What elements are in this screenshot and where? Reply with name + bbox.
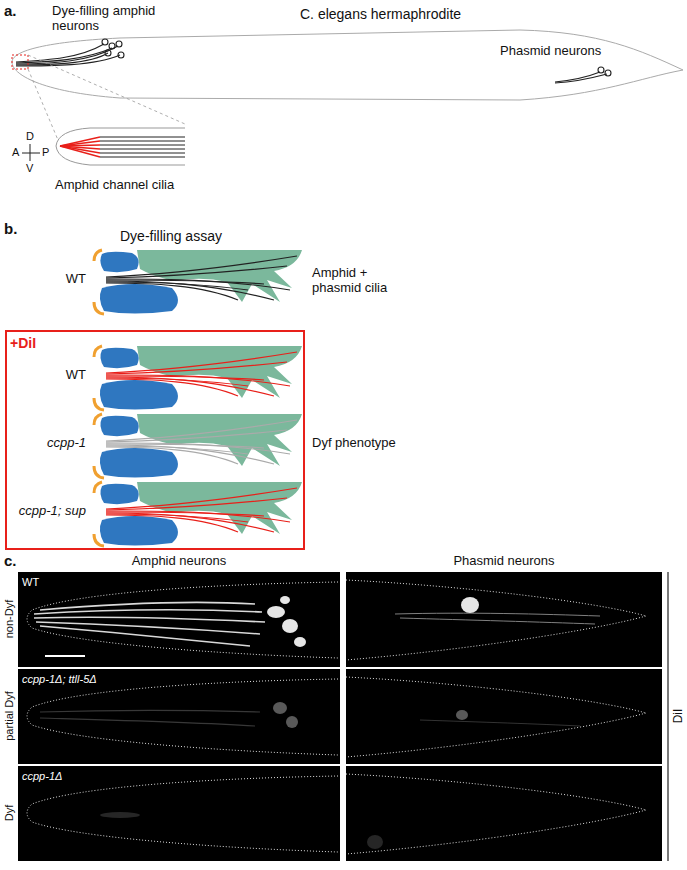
node-text: +DiI (10, 335, 36, 351)
genotype-label: WT (8, 272, 86, 287)
node-text: WT (22, 576, 39, 589)
worm-outline (12, 30, 683, 100)
zoom-lines (28, 55, 185, 140)
column-heading: Amphid neurons (18, 554, 340, 569)
genotype-label: ccpp-1 (8, 436, 86, 451)
panel-heading: Dye-filling assay (120, 228, 222, 244)
panel-letter: a. (4, 2, 17, 19)
axis-letter: V (26, 162, 33, 175)
image-panel: WT (18, 572, 340, 667)
callout-label: Amphid channel cilia (55, 178, 174, 193)
phasmid-neurons (555, 67, 611, 83)
axis-letter: P (42, 146, 49, 159)
axis-letter: A (12, 146, 19, 159)
callout-label: Amphid + phasmid cilia (312, 266, 404, 296)
panel-letter: c. (4, 552, 17, 569)
node-text: ccpp-1Δ (22, 770, 62, 783)
axis-letter: D (26, 130, 34, 143)
phenotype-label: Dyf phenotype (312, 436, 396, 451)
genotype-label: ccpp-1; sup (8, 504, 86, 519)
column-heading: Phasmid neurons (346, 554, 662, 569)
callout-label: Phasmid neurons (500, 44, 601, 59)
node-text: ccpp-1Δ; ttll-5Δ (22, 673, 97, 686)
row-label: non-Dyf (3, 600, 16, 639)
row-label: partial Dyf (3, 691, 16, 741)
compass (22, 144, 40, 161)
callout-label: Dye-filling amphid neurons (52, 4, 192, 34)
amphid-schematics (94, 250, 302, 546)
amphid-neurons (16, 39, 124, 66)
treatment-box: +DiI (5, 330, 305, 550)
row-label: Dyf (3, 805, 16, 822)
image-panel: ccpp-1Δ; ttll-5Δ (18, 669, 340, 764)
image-panel: ccpp-1Δ (18, 766, 340, 861)
figure-title: C. elegans hermaphrodite (300, 6, 461, 22)
cilia-inset (56, 128, 185, 165)
zoom-marker (12, 55, 28, 69)
genotype-label: WT (8, 368, 86, 383)
panel-letter: b. (4, 220, 17, 237)
stain-label: DiI (672, 709, 686, 724)
micrographs (18, 572, 668, 861)
